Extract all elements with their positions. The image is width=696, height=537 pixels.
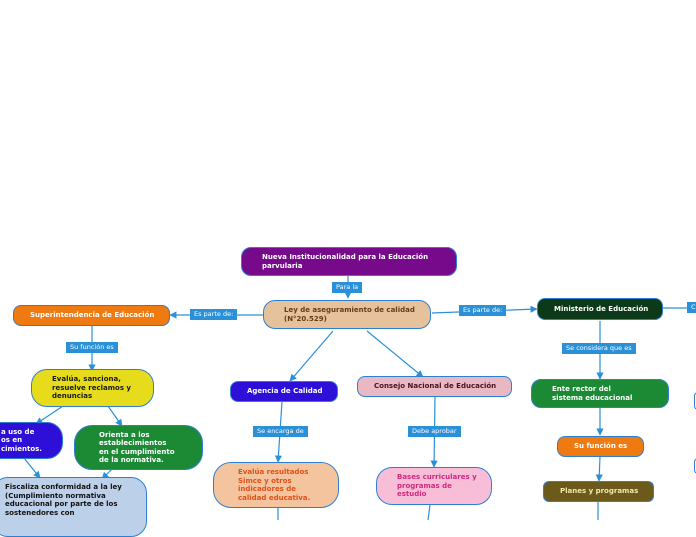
edge-ley-agencia [289, 330, 334, 382]
node-ente-rector[interactable]: Ente rector del sistema educacional [531, 379, 669, 408]
edge-label-es-parte-left: Es parte de: [190, 309, 238, 320]
node-fiscaliza-uso[interactable]: a uso de os en cimientos. [0, 422, 63, 459]
node-ente-rector-label: Ente rector del sistema educacional [552, 385, 633, 402]
edge-ley-consejo [366, 330, 424, 378]
edge-label-debe-aprobar: Debe aprobar [408, 426, 461, 437]
edge-bases-down [427, 504, 431, 520]
node-ley-label: Ley de aseguramiento de calidad (N°20.52… [284, 306, 415, 323]
node-root[interactable]: Nueva Institucionalidad para la Educació… [241, 247, 457, 276]
node-agencia-label: Agencia de Calidad [247, 387, 323, 396]
node-evalua-sanciona-label: Evalúa, sanciona, resuelve reclamos y de… [52, 375, 131, 401]
node-ley[interactable]: Ley de aseguramiento de calidad (N°20.52… [263, 300, 431, 329]
node-bases-label: Bases curriculares y programas de estudi… [397, 473, 477, 499]
edge-funcion-planes [595, 456, 603, 482]
node-orienta[interactable]: Orienta a los establecimientos en el cum… [74, 425, 203, 470]
node-root-label: Nueva Institucionalidad para la Educació… [262, 253, 429, 270]
node-evalua-resultados-label: Evalúa resultados Simce y otros indicado… [238, 468, 311, 502]
edge-label-para-la: Para la [332, 282, 363, 293]
node-superintendencia[interactable]: Superintendencia de Educación [13, 305, 170, 326]
edge-label-se-considera-que-es: Se considera que es [562, 343, 636, 354]
node-evalua-sanciona[interactable]: Evalúa, sanciona, resuelve reclamos y de… [31, 369, 154, 407]
node-ministerio[interactable]: Ministerio de Educación [537, 298, 663, 320]
node-funcion[interactable]: Su función es [557, 436, 644, 457]
node-superintendencia-label: Superintendencia de Educación [30, 311, 155, 320]
node-planes-label: Planes y programas [560, 487, 639, 496]
node-planes[interactable]: Planes y programas [543, 481, 654, 502]
node-fiscaliza-uso-label: a uso de os en cimientos. [1, 427, 42, 453]
edge-evalua-orienta [107, 405, 123, 427]
node-evalua-resultados[interactable]: Evalúa resultados Simce y otros indicado… [213, 462, 339, 508]
node-consejo[interactable]: Consejo Nacional de Educación [357, 376, 512, 397]
edge-label-es-parte-right: Es parte de: [459, 305, 507, 316]
edge-label-se-encarga-de: Se encarga de [253, 426, 308, 437]
edge-label-su-funcion-es: Su función es [66, 342, 118, 353]
node-bases[interactable]: Bases curriculares y programas de estudi… [376, 467, 492, 505]
edge-uso-conformidad [23, 457, 41, 479]
node-funcion-label: Su función es [574, 442, 628, 451]
node-consejo-label: Consejo Nacional de Educación [374, 382, 497, 391]
node-agencia[interactable]: Agencia de Calidad [230, 381, 338, 402]
node-ministerio-label: Ministerio de Educación [554, 304, 649, 313]
node-orienta-label: Orienta a los establecimientos en el cum… [99, 430, 175, 465]
mind-map-canvas: Nueva Institucionalidad para la Educació… [0, 247, 696, 537]
node-fiscaliza-conformidad[interactable]: Fiscaliza conformidad a la ley (Cumplimi… [0, 477, 147, 537]
edge-evalua-fiscaliza-uso [35, 405, 64, 425]
node-fiscaliza-conformidad-label: Fiscaliza conformidad a la ley (Cumplimi… [5, 483, 122, 517]
edge-label-cut-right: C [687, 302, 696, 313]
